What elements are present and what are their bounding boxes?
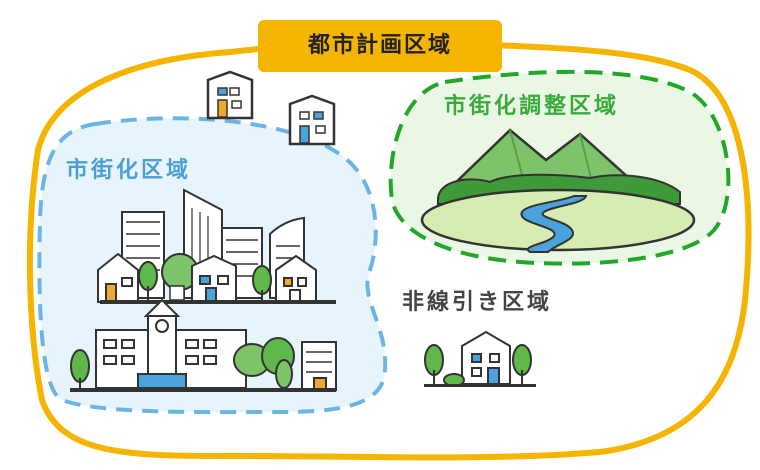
house-icon <box>191 254 237 303</box>
tree-icon <box>70 349 90 392</box>
school-icon <box>95 298 247 389</box>
house-icon <box>288 94 336 146</box>
urbanization-area-label: 市街化区域 <box>66 158 192 183</box>
ground-line <box>424 384 536 387</box>
tree-icon <box>252 265 272 302</box>
ground-line <box>70 388 336 392</box>
house-icon <box>206 70 254 120</box>
urbanization-control-area-label: 市街化調整区域 <box>444 94 620 119</box>
house-icon <box>275 254 317 303</box>
house-icon <box>461 330 511 385</box>
field <box>420 188 696 252</box>
non-delineated-area-label: 非線引き区域 <box>402 290 553 315</box>
ground-line <box>100 300 336 304</box>
house-icon <box>97 252 139 303</box>
tree-icon <box>161 253 199 301</box>
tree-icon <box>138 261 158 302</box>
tree-icon <box>233 337 295 389</box>
building-icon <box>301 341 337 391</box>
tree-icon <box>512 344 532 384</box>
tree-icon <box>424 344 444 384</box>
title-tag: 都市計画区域 <box>258 20 502 72</box>
river-icon <box>520 195 588 253</box>
